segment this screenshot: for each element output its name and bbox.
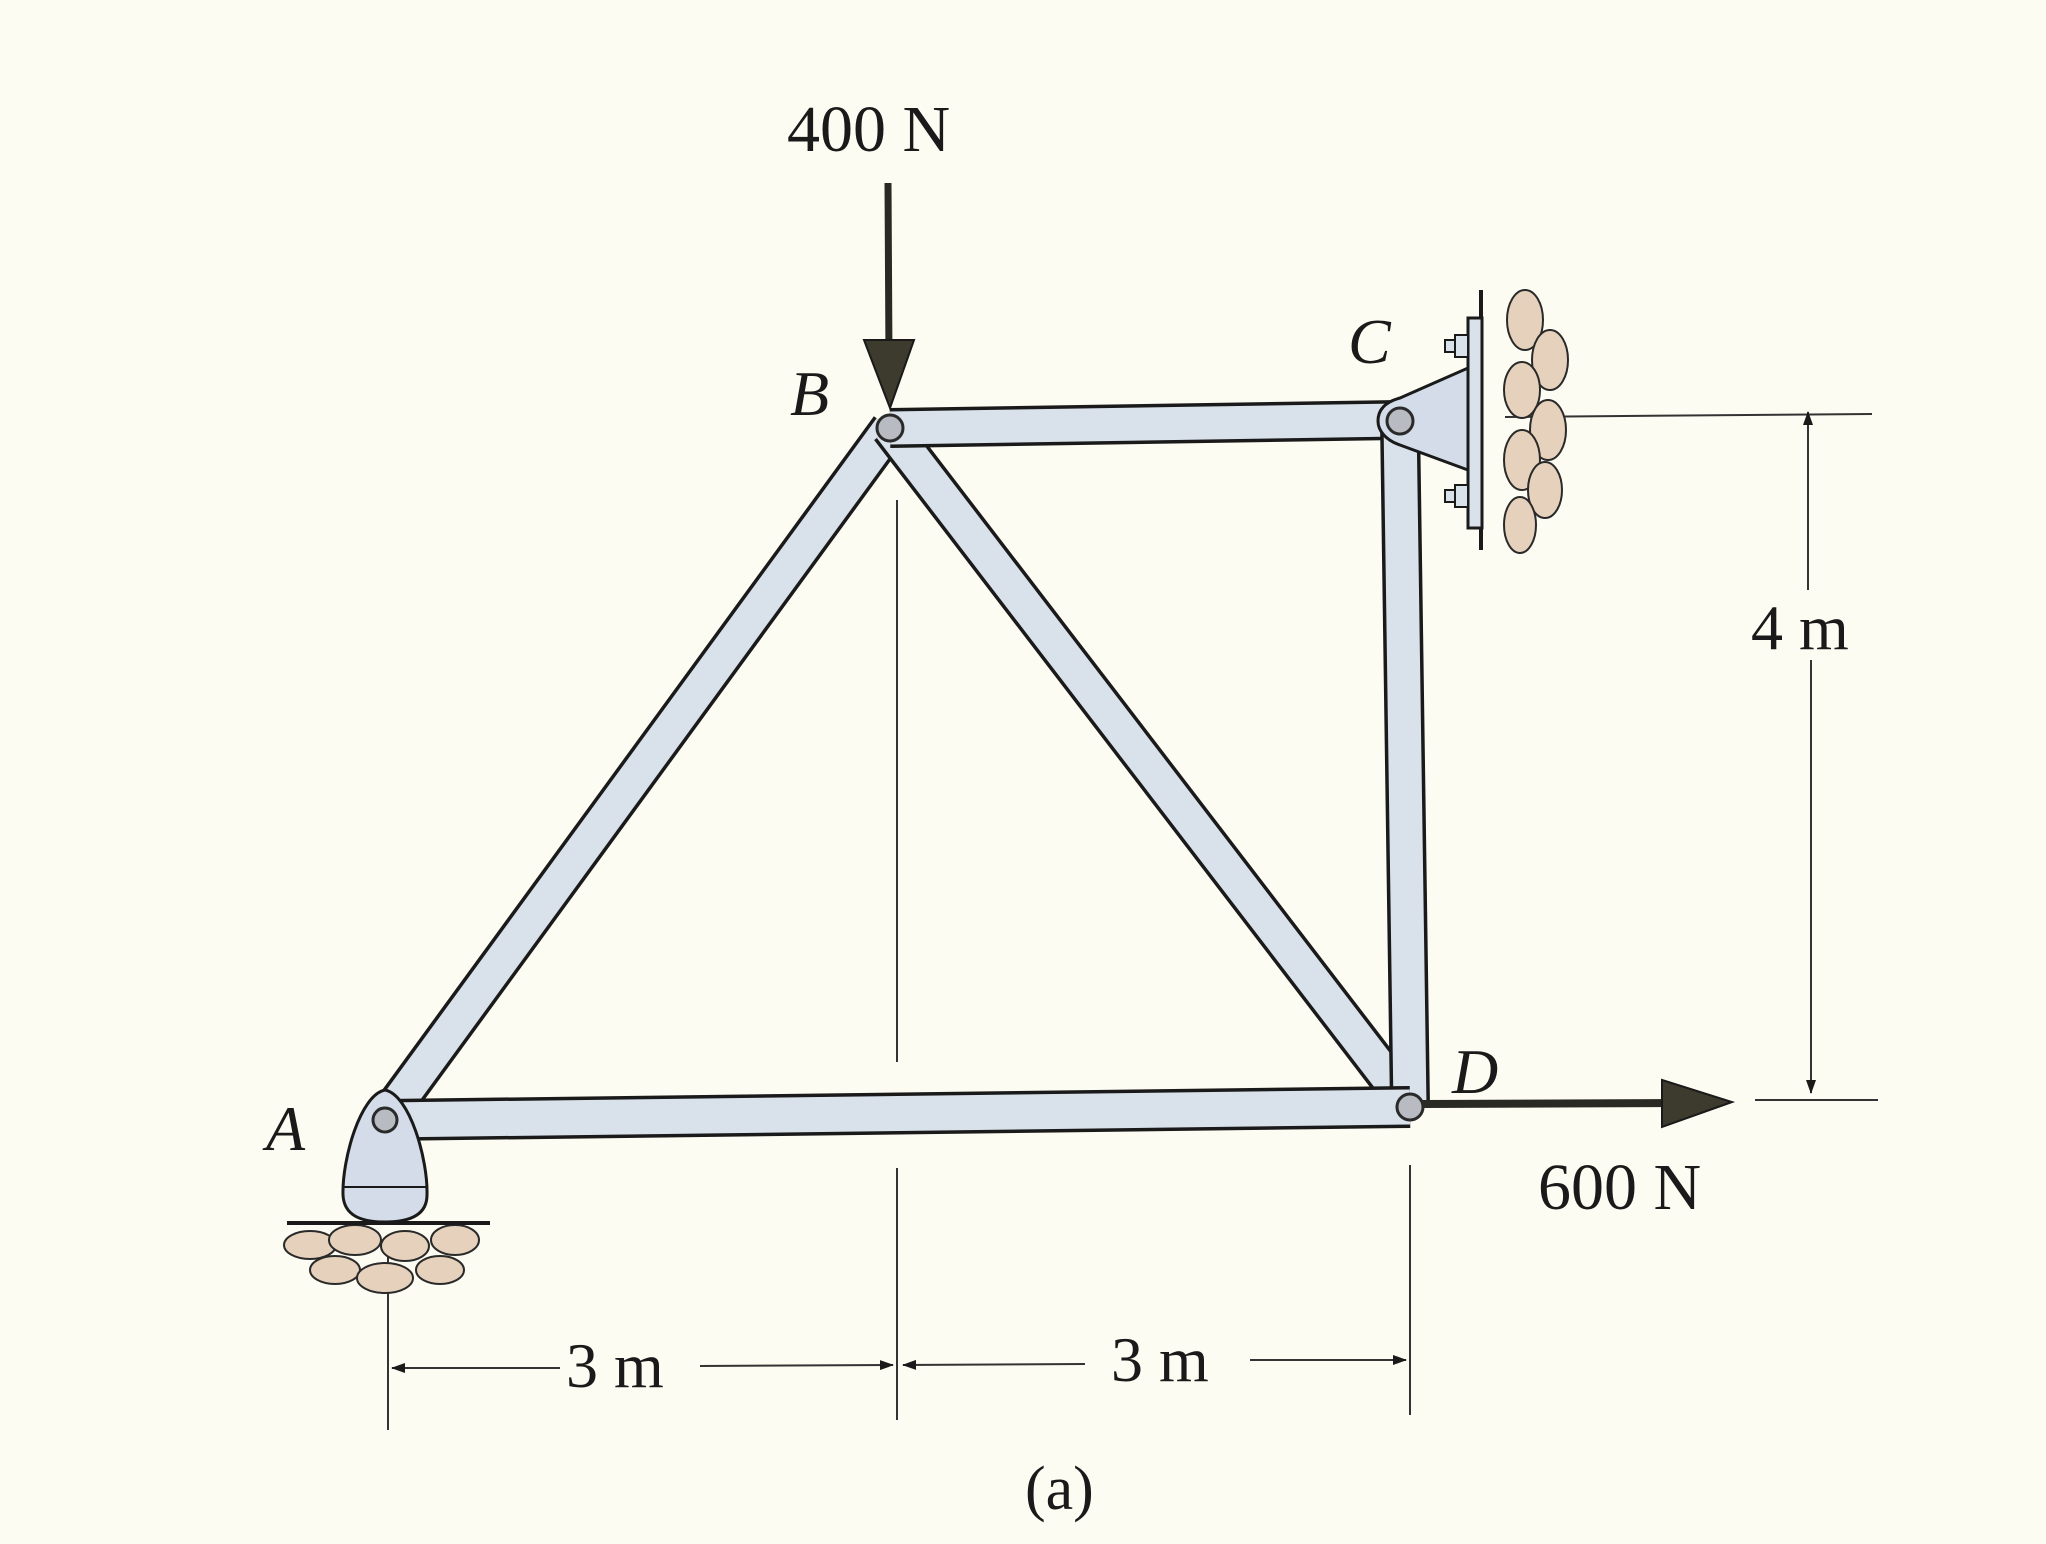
joint-label-a: A — [266, 1093, 306, 1164]
dimension-label-right-3m: 3 m — [1105, 1328, 1215, 1392]
pin-b — [875, 413, 905, 443]
pin-a — [371, 1106, 399, 1134]
member-ad — [384, 1086, 1411, 1141]
load-arrow-600n — [1421, 1078, 1736, 1129]
joint-label-b: B — [790, 358, 830, 429]
member-cd — [1380, 419, 1430, 1108]
dimension-lines — [387, 411, 1878, 1430]
load-label-600n: 600 N — [1538, 1151, 1702, 1224]
ground-support-rocks — [283, 1221, 490, 1294]
pin-c — [1385, 406, 1415, 436]
joint-pins — [371, 406, 1425, 1134]
dimension-label-left-3m: 3 m — [560, 1334, 670, 1398]
member-bc — [889, 400, 1401, 448]
truss-members — [368, 400, 1430, 1141]
member-ab — [368, 416, 907, 1132]
joint-label-d: D — [1452, 1036, 1499, 1107]
figure-caption: (a) — [1025, 1455, 1094, 1523]
pin-support-a — [341, 1088, 429, 1224]
pin-d — [1395, 1092, 1425, 1122]
joint-label-c: C — [1348, 306, 1391, 377]
bracket-support-c — [1376, 316, 1484, 530]
wall-support-rocks — [1479, 289, 1569, 554]
load-arrow-400n — [862, 182, 916, 411]
load-label-400n: 400 N — [787, 93, 951, 166]
dimension-label-4m: 4 m — [1745, 596, 1855, 660]
member-bd — [874, 415, 1421, 1113]
